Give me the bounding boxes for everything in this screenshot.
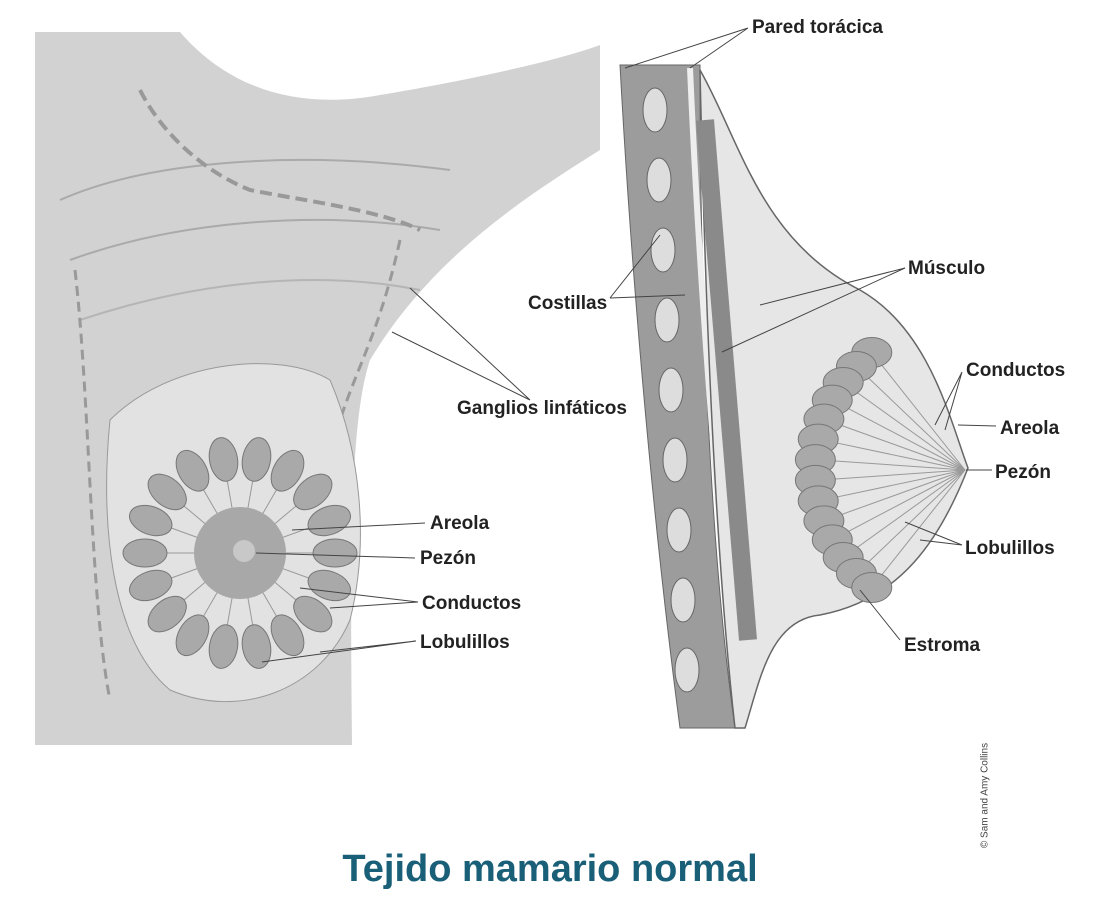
duct-side — [823, 418, 966, 471]
rib — [654, 297, 680, 343]
duct-side — [823, 469, 966, 522]
front-view — [35, 32, 600, 745]
leader-lines — [255, 27, 997, 663]
lobule-front — [241, 624, 272, 669]
lobule-front — [147, 473, 187, 511]
lobule-front — [293, 473, 333, 511]
label-areola-side: Areola — [1000, 418, 1060, 439]
lobule-front — [270, 449, 305, 492]
duct-side — [871, 352, 966, 471]
label-areola-front: Areola — [430, 513, 490, 534]
label-muscle: Músculo — [908, 258, 985, 279]
duct-side — [842, 469, 966, 558]
diagram-title: Tejido mamario normal — [342, 848, 758, 890]
lobule-front — [208, 624, 239, 669]
label-nipple-side: Pezón — [995, 462, 1051, 483]
lobule-front — [175, 449, 210, 492]
duct-side — [832, 399, 966, 471]
lobule-side — [851, 571, 893, 603]
label-nipple-front: Pezón — [420, 548, 476, 569]
duct-side — [815, 469, 966, 481]
duct-side — [856, 366, 966, 471]
rib — [642, 87, 668, 133]
label-chest-wall: Pared torácica — [752, 17, 883, 38]
duct-side — [815, 459, 966, 471]
label-ducts-side: Conductos — [966, 360, 1065, 381]
rib — [650, 227, 676, 273]
duct-side — [842, 382, 966, 471]
lobule-front — [122, 538, 168, 568]
lobule-front — [129, 504, 173, 537]
duct-side — [832, 469, 966, 541]
label-ducts-front: Conductos — [422, 593, 521, 614]
lobule-front — [208, 437, 239, 482]
label-lymph-nodes: Ganglios linfáticos — [457, 398, 627, 419]
side-view — [619, 64, 969, 729]
lobule-front — [307, 504, 351, 537]
lobule-front — [270, 614, 305, 657]
rib — [666, 507, 692, 553]
rib — [662, 437, 688, 483]
label-lobules-side: Lobulillos — [965, 538, 1055, 559]
duct-side — [818, 469, 966, 502]
lobule-front — [241, 437, 272, 482]
lobule-front — [129, 569, 173, 602]
rib — [674, 647, 700, 693]
duct-side — [871, 469, 966, 588]
lobule-front — [175, 614, 210, 657]
label-lobules-front: Lobulillos — [420, 632, 510, 653]
label-stroma: Estroma — [904, 635, 980, 656]
duct-side — [818, 438, 966, 471]
lobule-front — [312, 538, 358, 568]
label-ribs: Costillas — [528, 293, 607, 314]
lobule-front — [293, 595, 333, 633]
rib — [658, 367, 684, 413]
rib — [646, 157, 672, 203]
nipple-front — [233, 540, 255, 562]
lobules-side — [794, 337, 966, 603]
ribs — [642, 87, 700, 693]
lobules-front — [122, 437, 358, 669]
duct-side — [856, 469, 966, 574]
lobule-front — [147, 595, 187, 633]
rib — [670, 577, 696, 623]
